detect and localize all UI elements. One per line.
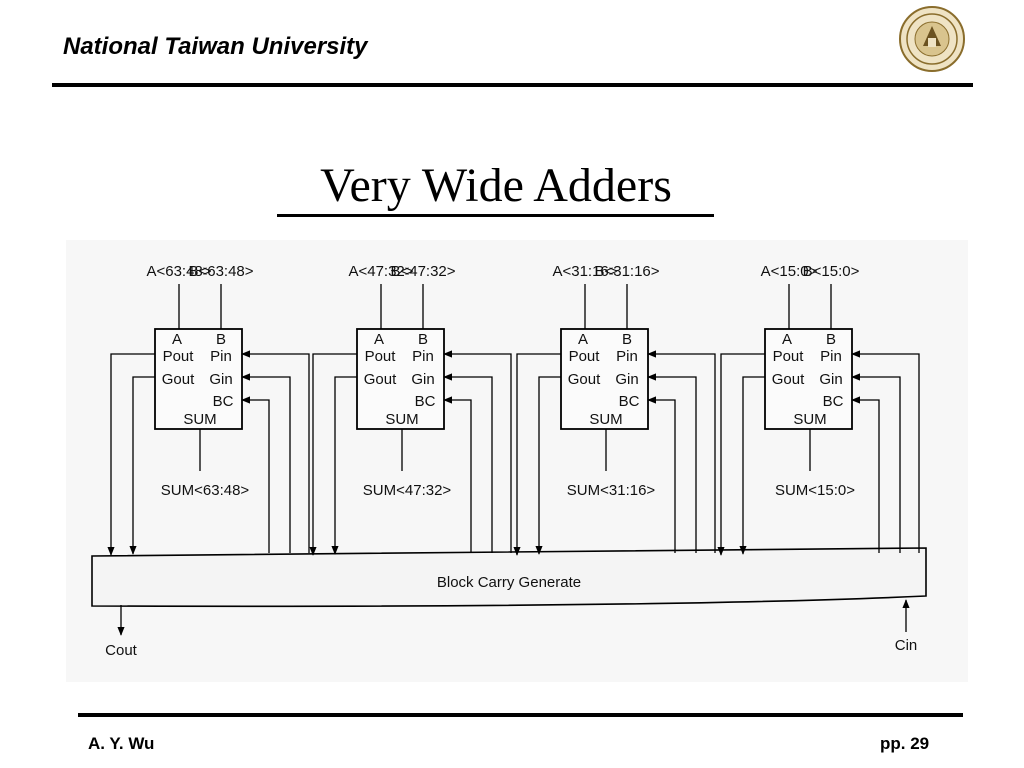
block-4-port-gin: Gin [819, 371, 842, 388]
block-2-gin-wire [443, 373, 493, 553]
block-3-port-bc: BC [619, 393, 640, 410]
block-1-a-input-label: A<63:48> [146, 263, 211, 280]
header-title: National Taiwan University [63, 33, 368, 60]
block-3-bc-wire [647, 396, 676, 553]
block-1-port-a: A [172, 331, 182, 348]
block-3-pout-wire [513, 353, 561, 556]
block-1-gin-wire [241, 373, 291, 553]
block-1-sum-output-label: SUM<63:48> [161, 482, 250, 499]
block-3-port-pin: Pin [616, 348, 638, 365]
block-3-port-a: A [578, 331, 588, 348]
block-3-port-b: B [622, 331, 632, 348]
block-2-sum-output-label: SUM<47:32> [363, 482, 452, 499]
block-2-port-gout: Gout [364, 371, 397, 388]
block-4-port-sum: SUM [793, 411, 826, 428]
block-4-gout-wire [739, 376, 765, 555]
block-2-a-input-label: A<47:32> [348, 263, 413, 280]
cin-label: Cin [895, 637, 918, 654]
block-4-b-input-label: B<15:0> [803, 263, 860, 280]
block-3-pin-wire [647, 350, 716, 553]
block-4-adder-box [764, 328, 853, 430]
block-2-port-bc: BC [415, 393, 436, 410]
block-2-port-a: A [374, 331, 384, 348]
block-1-port-gout: Gout [162, 371, 195, 388]
university-seal-logo [899, 6, 965, 72]
block-2-bc-wire [443, 396, 472, 553]
block-4-port-bc: BC [823, 393, 844, 410]
block-4-pin-wire [851, 350, 920, 553]
block-1-port-bc: BC [213, 393, 234, 410]
block-1-port-b: B [216, 331, 226, 348]
block-4-pout-wire [717, 353, 765, 556]
block-2-port-pout: Pout [365, 348, 397, 365]
slide-title-underline [277, 214, 714, 217]
adder-diagram: Block Carry Generate A<63:48>B<63:48> A B Po… [66, 240, 968, 682]
block-2-adder-box [356, 328, 445, 430]
cout-label: Cout [105, 642, 138, 659]
block-1-port-pin: Pin [210, 348, 232, 365]
block-1-pout-wire [107, 353, 155, 556]
block-2-port-pin: Pin [412, 348, 434, 365]
block-3-a-input-label: A<31:16> [552, 263, 617, 280]
block-1-port-gin: Gin [209, 371, 232, 388]
block-3-port-pout: Pout [569, 348, 601, 365]
slide-title: Very Wide Adders [320, 159, 672, 212]
block-4-a-input-label: A<15:0> [761, 263, 818, 280]
block-4-sum-output-label: SUM<15:0> [775, 482, 855, 499]
block-2-port-sum: SUM [385, 411, 418, 428]
block-4-port-a: A [782, 331, 792, 348]
block-2-port-b: B [418, 331, 428, 348]
block-1-b-input-label: B<63:48> [188, 263, 253, 280]
block-carry-generate-label: Block Carry Generate [437, 574, 581, 591]
block-3-gout-wire [535, 376, 561, 555]
block-1-port-sum: SUM [183, 411, 216, 428]
block-1-pin-wire [241, 350, 310, 553]
block-2-b-input-label: B<47:32> [390, 263, 455, 280]
block-3-port-gin: Gin [615, 371, 638, 388]
block-4-port-pin: Pin [820, 348, 842, 365]
block-2-pout-wire [309, 353, 357, 556]
block-4-port-gout: Gout [772, 371, 805, 388]
block-3-sum-output-label: SUM<31:16> [567, 482, 656, 499]
block-4-gin-wire [851, 373, 901, 553]
block-1-gout-wire [129, 376, 155, 555]
block-3-port-gout: Gout [568, 371, 601, 388]
block-3-b-input-label: B<31:16> [594, 263, 659, 280]
block-2-pin-wire [443, 350, 512, 553]
block-4-bc-wire [851, 396, 880, 553]
block-3-gin-wire [647, 373, 697, 553]
footer-author: A. Y. Wu [88, 734, 155, 753]
header-divider [52, 83, 973, 87]
block-1-bc-wire [241, 396, 270, 553]
footer-divider [78, 713, 963, 717]
block-2-port-gin: Gin [411, 371, 434, 388]
block-3-port-sum: SUM [589, 411, 622, 428]
block-carry-generate-unit [91, 547, 927, 608]
block-4-port-pout: Pout [773, 348, 805, 365]
block-4-port-b: B [826, 331, 836, 348]
diagram-canvas: Block Carry Generate A<63:48>B<63:48> A B Po… [91, 263, 927, 659]
block-2-gout-wire [331, 376, 357, 555]
footer-page-number: pp. 29 [880, 734, 930, 753]
block-1-port-pout: Pout [163, 348, 195, 365]
